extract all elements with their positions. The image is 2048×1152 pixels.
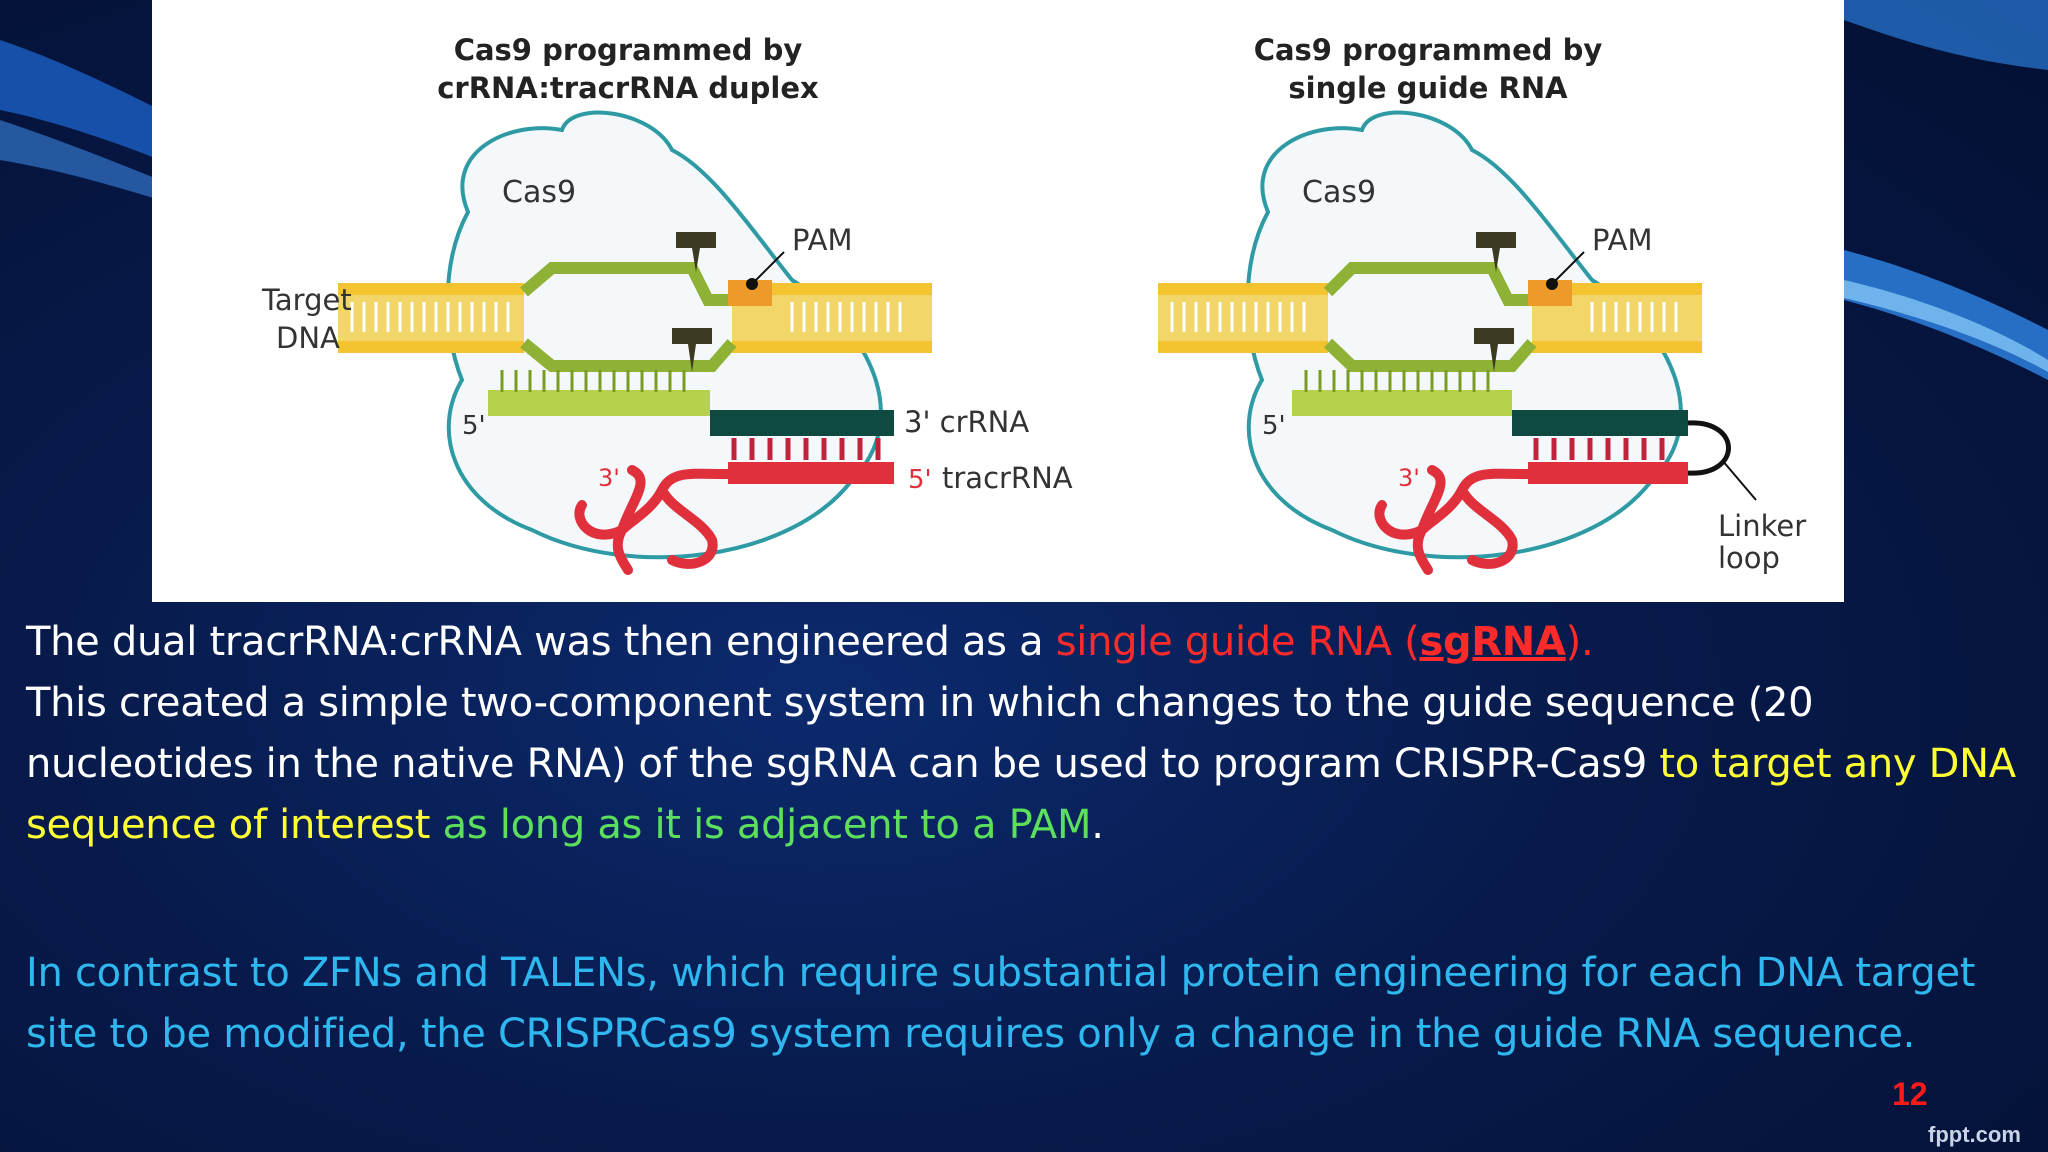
target-dna-label-line1: Target bbox=[261, 283, 352, 317]
left-tracrrna-stemloops bbox=[574, 465, 733, 575]
right-target-dna bbox=[1158, 283, 1702, 353]
right-bottom-strand bbox=[1323, 338, 1537, 372]
left-title-line1: Cas9 programmed by bbox=[454, 33, 803, 67]
left-panel: Cas9 programmed by crRNA:tracrRNA duplex… bbox=[261, 33, 1073, 575]
left-tracrrna-strand bbox=[728, 462, 894, 484]
p2-green-text: as long as it is adjacent to a PAM bbox=[430, 802, 1092, 848]
linker-loop-shape bbox=[1687, 420, 1731, 476]
right-cas9-label: Cas9 bbox=[1302, 175, 1376, 210]
right-five-prime: 5' bbox=[1262, 411, 1286, 441]
left-five-prime: 5' bbox=[462, 411, 486, 441]
p2-end: . bbox=[1091, 802, 1104, 848]
left-cleavage-marker-top bbox=[676, 232, 716, 272]
p1-text: The dual tracrRNA:crRNA was then enginee… bbox=[26, 619, 1056, 665]
left-cas9-label: Cas9 bbox=[502, 175, 576, 210]
left-three-prime: 3' bbox=[598, 464, 620, 492]
left-tracrrna-prime: 5' bbox=[908, 465, 932, 495]
right-sgrna-stemloops bbox=[1374, 465, 1533, 575]
left-top-strand bbox=[520, 262, 732, 306]
linker-label-line1: Linker bbox=[1718, 509, 1806, 543]
slide-number: 12 bbox=[1892, 1076, 1928, 1112]
linker-label-line2: loop bbox=[1718, 541, 1780, 575]
watermark: fppt.com bbox=[1928, 1122, 2021, 1147]
right-top-strand bbox=[1323, 262, 1532, 306]
p2-yellow-text: to target any DNA sequence of interest bbox=[26, 741, 2016, 848]
p2-text: This created a simple two-component syst… bbox=[26, 680, 1814, 787]
right-cleavage-marker-bottom bbox=[1474, 328, 1514, 372]
right-sgrna-repeat bbox=[1512, 410, 1688, 436]
p1-red-end: ). bbox=[1565, 619, 1594, 665]
paragraph-sgrna-intro: The dual tracrRNA:crRNA was then enginee… bbox=[26, 612, 2016, 856]
right-title-line2: single guide RNA bbox=[1288, 71, 1568, 105]
cas9-diagram-figure: Cas9 programmed by crRNA:tracrRNA duplex… bbox=[152, 0, 1844, 602]
left-crrna-guide bbox=[488, 390, 710, 416]
right-tracr-portion bbox=[1528, 462, 1688, 484]
cas9-diagram: Cas9 programmed by crRNA:tracrRNA duplex… bbox=[261, 33, 1806, 575]
target-dna-label-line2: DNA bbox=[276, 321, 340, 355]
right-title-line1: Cas9 programmed by bbox=[1254, 33, 1603, 67]
right-panel: Cas9 programmed by single guide RNA Cas9 bbox=[1158, 33, 1806, 575]
left-crrna-repeat bbox=[710, 410, 894, 436]
left-crrna-label: 3' crRNA bbox=[904, 405, 1029, 439]
paragraph-contrast: In contrast to ZFNs and TALENs, which re… bbox=[26, 950, 1976, 1057]
p1-sgrna-underlined: sgRNA bbox=[1419, 619, 1566, 665]
right-sgrna-guide bbox=[1292, 390, 1512, 416]
p1-red-text: single guide RNA ( bbox=[1055, 619, 1420, 665]
left-pam-label: PAM bbox=[792, 223, 853, 257]
left-cleavage-marker-bottom bbox=[672, 328, 712, 372]
left-title-line2: crRNA:tracrRNA duplex bbox=[437, 71, 819, 105]
right-cleavage-marker-top bbox=[1476, 232, 1516, 272]
left-tracrrna-label: tracrRNA bbox=[942, 461, 1073, 495]
left-bottom-strand bbox=[520, 338, 737, 372]
right-three-prime: 3' bbox=[1398, 464, 1420, 492]
right-pam-label: PAM bbox=[1592, 223, 1653, 257]
